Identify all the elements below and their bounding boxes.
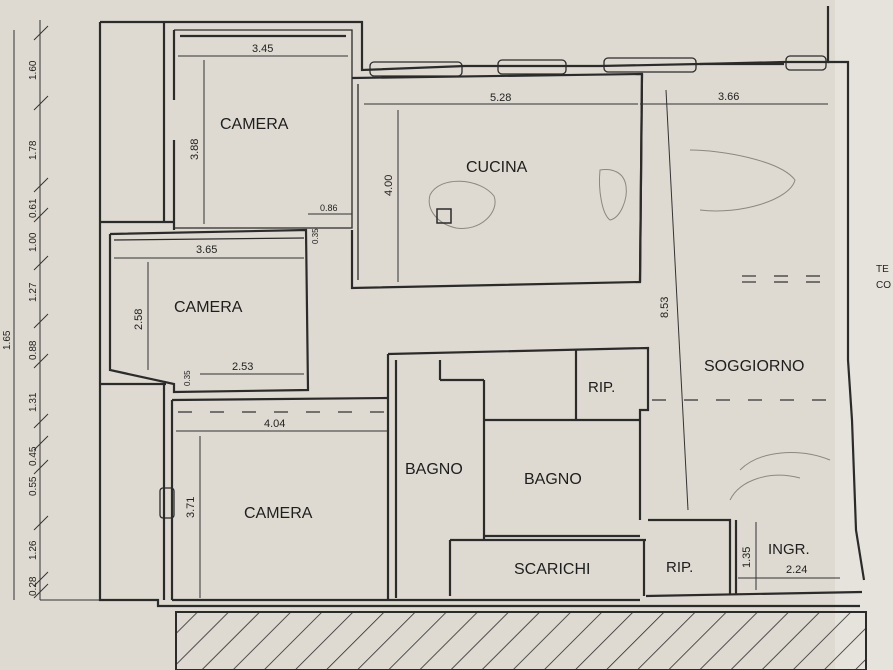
dim-cucina-depth: 4.00 [383,175,395,196]
scale-label-10: 0.28 [28,576,39,596]
right-margin-text-1: TE [876,264,889,275]
dim-camera-mid-inner: 2.53 [232,361,253,373]
pencil-marks [428,149,831,501]
dim-ingr-depth: 1.35 [741,547,753,568]
room-camera-bottom: CAMERA [244,505,313,522]
dim-corridor-width: 0.86 [320,203,338,213]
scale-label-6: 1.31 [28,392,39,412]
dim-camera-mid-depth: 2.58 [133,309,145,330]
hatched-strip [175,611,867,670]
room-labels: CAMERA CUCINA CAMERA SOGGIORNO RIP. BAGN… [174,116,810,578]
scale-label-1: 1.78 [28,140,39,160]
dim-camera-bottom-width: 4.04 [264,418,285,430]
walls [98,6,866,608]
room-cucina: CUCINA [466,159,528,176]
left-dimension-scale: 1.60 1.78 0.61 1.00 1.27 0.88 1.31 0.45 … [2,20,100,601]
windows [159,55,827,519]
room-camera-top: CAMERA [220,116,289,133]
dim-cucina-width: 5.28 [490,92,511,104]
left-margin-label: 1.65 [2,330,13,350]
room-rip-top: RIP. [588,379,615,396]
scale-label-7: 0.45 [28,446,39,466]
dim-soggiorno-width: 3.66 [718,91,739,103]
dimension-labels: 3.45 3.88 5.28 4.00 3.66 8.53 0.86 0.35 … [133,43,807,576]
scale-label-4: 1.27 [28,282,39,302]
dim-camera-mid-small: 0.35 [183,370,192,386]
kitchen-fixture [436,208,452,224]
room-scarichi: SCARICHI [514,561,590,578]
paper-shadow-right [835,0,893,670]
room-bagno-left: BAGNO [405,461,463,478]
right-margin-text-2: CO [876,280,891,291]
dim-soggiorno-depth: 8.53 [659,297,671,318]
scale-label-2: 0.61 [28,198,39,218]
scale-label-8: 0.55 [28,476,39,496]
room-soggiorno: SOGGIORNO [704,358,804,375]
scale-label-9: 1.26 [28,540,39,560]
dim-camera-top-depth: 3.88 [189,139,201,160]
scale-label-5: 0.88 [28,340,39,360]
dim-camera-bottom-depth: 3.71 [185,497,197,518]
dim-camera-mid-width: 3.65 [196,244,217,256]
room-rip-bottom: RIP. [666,559,693,576]
beam-lines [178,275,840,413]
room-camera-mid: CAMERA [174,299,243,316]
room-bagno-right: BAGNO [524,471,582,488]
dimension-lines [114,55,840,598]
dim-ingr-width: 2.24 [786,564,807,576]
scale-label-3: 1.00 [28,232,39,252]
dim-camera-top-width: 3.45 [252,43,273,55]
scale-label-0: 1.60 [28,60,39,80]
room-ingr: INGR. [768,541,810,558]
dim-corridor-small: 0.35 [311,228,320,244]
